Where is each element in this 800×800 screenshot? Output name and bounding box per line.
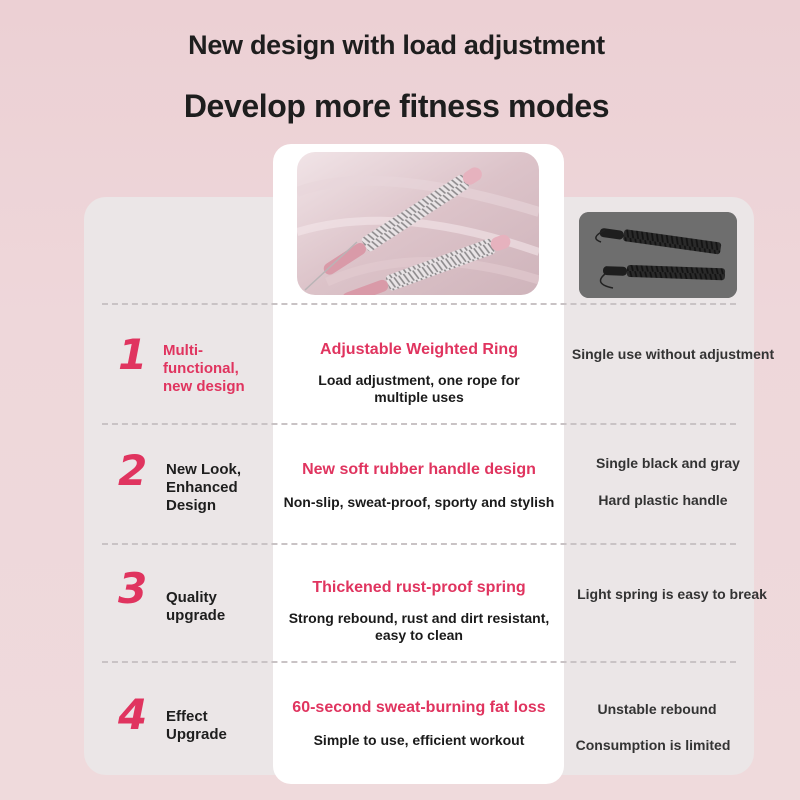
row-number: 4 — [118, 690, 148, 739]
feature-description: Strong rebound, rust and dirt resistant,… — [288, 610, 550, 643]
comparison-text: Single use without adjustment — [571, 346, 775, 362]
feature-description: Load adjustment, one rope for multiple u… — [318, 372, 520, 405]
row-label: Quality upgrade — [166, 589, 226, 624]
row-number: 2 — [118, 446, 148, 495]
page-title: New design with load adjustment — [188, 30, 605, 60]
feature-title: 60-second sweat-burning fat loss — [292, 699, 546, 716]
feature-title: New soft rubber handle design — [302, 461, 536, 478]
feature-title: Adjustable Weighted Ring — [320, 341, 518, 358]
pink-product-image — [297, 152, 539, 295]
comparison-text: Light spring is easy to break — [577, 586, 767, 602]
row-number: 3 — [118, 564, 148, 613]
row-divider — [102, 543, 736, 545]
row-divider — [102, 303, 736, 305]
row-number: 1 — [118, 330, 148, 379]
feature-title: Thickened rust-proof spring — [312, 579, 526, 596]
page-subtitle: Develop more fitness modes — [183, 88, 610, 124]
feature-description: Simple to use, efficient workout — [313, 732, 525, 748]
row-divider — [102, 423, 736, 425]
comparison-text: Hard plastic handle — [598, 492, 728, 508]
row-label: Effect Upgrade — [166, 708, 227, 743]
row-label: New Look, Enhanced Design — [166, 461, 242, 514]
gray-product-image — [579, 212, 737, 298]
row-divider — [102, 661, 736, 663]
comparison-text: Single black and gray — [596, 455, 740, 471]
feature-description: Non-slip, sweat-proof, sporty and stylis… — [283, 494, 555, 510]
comparison-text: Consumption is limited — [575, 737, 731, 753]
comparison-text: Unstable rebound — [597, 701, 717, 717]
row-label: Multi-functional, new design — [163, 342, 245, 395]
